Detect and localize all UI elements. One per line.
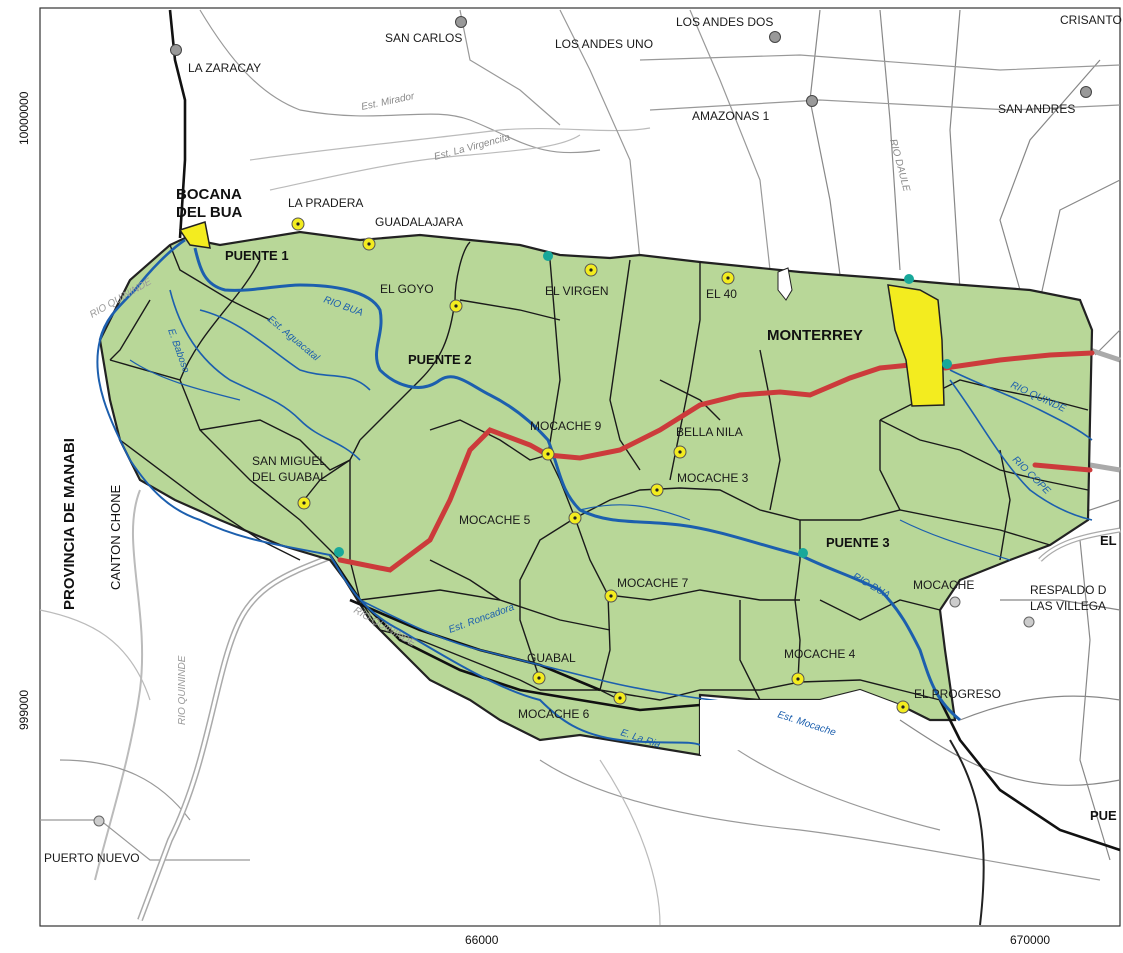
label-el-goyo: EL GOYO bbox=[380, 282, 434, 296]
bridge-icon bbox=[543, 251, 553, 261]
label-mocache-5: MOCACHE 5 bbox=[459, 513, 531, 527]
coord-x-right: 670000 bbox=[1010, 933, 1050, 947]
settlement-icon bbox=[721, 271, 735, 285]
label-los-andes-dos: LOS ANDES DOS bbox=[676, 15, 773, 29]
bridge-icon bbox=[798, 548, 808, 558]
settlement-icon bbox=[896, 700, 910, 714]
label-mocache-4: MOCACHE 4 bbox=[784, 647, 856, 661]
label-bocana: BOCANA bbox=[176, 186, 242, 203]
label-la-pradera: LA PRADERA bbox=[288, 196, 363, 210]
town-icon bbox=[170, 44, 182, 56]
town-icon bbox=[949, 596, 961, 608]
coord-y-bottom: 999000 bbox=[17, 690, 31, 730]
town-icon bbox=[1023, 616, 1035, 628]
town-icon bbox=[1080, 86, 1092, 98]
label-mocache-9: MOCACHE 9 bbox=[530, 419, 602, 433]
settlement-icon bbox=[362, 237, 376, 251]
label-amazonas: AMAZONAS 1 bbox=[692, 109, 770, 123]
label-mocache-3: MOCACHE 3 bbox=[677, 471, 749, 485]
label-del-guabal: DEL GUABAL bbox=[252, 470, 327, 484]
canton-label: CANTON CHONE bbox=[108, 484, 123, 590]
label-monterrey: MONTERREY bbox=[767, 327, 863, 344]
town-icon bbox=[455, 16, 467, 28]
settlement-icon bbox=[449, 299, 463, 313]
label-la-zaracay: LA ZARACAY bbox=[188, 61, 261, 75]
label-san-miguel: SAN MIGUEL bbox=[252, 454, 326, 468]
coord-y-top: 10000000 bbox=[17, 91, 31, 145]
background-network bbox=[39, 9, 1121, 926]
label-puente-3: PUENTE 3 bbox=[826, 535, 890, 550]
local-roads bbox=[109, 241, 1089, 701]
label-san-andres: SAN ANDRES bbox=[998, 102, 1075, 116]
label-puerto-nuevo: PUERTO NUEVO bbox=[44, 851, 140, 865]
settlement-icon bbox=[297, 496, 311, 510]
label-las-villegas: LAS VILLEGA bbox=[1030, 599, 1106, 613]
label-mocache: MOCACHE bbox=[913, 578, 974, 592]
label-el-virgen: EL VIRGEN bbox=[545, 284, 609, 298]
bridge-icon bbox=[942, 359, 952, 369]
label-puente-2: PUENTE 2 bbox=[408, 352, 472, 367]
label-respaldo: RESPALDO D bbox=[1030, 583, 1107, 597]
monterrey-urban-area bbox=[887, 284, 945, 407]
label-puente-1: PUENTE 1 bbox=[225, 248, 289, 263]
parish-polygon bbox=[98, 230, 1094, 757]
main-highway bbox=[337, 350, 1095, 573]
label-el-edge: EL bbox=[1100, 533, 1117, 548]
bridge-icon bbox=[904, 274, 914, 284]
label-los-andes-uno: LOS ANDES UNO bbox=[555, 37, 653, 51]
settlement-icon bbox=[568, 511, 582, 525]
secondary-highways bbox=[137, 347, 1121, 922]
label-mocache-6: MOCACHE 6 bbox=[518, 707, 590, 721]
label-crisanto: CRISANTO bbox=[1060, 13, 1122, 27]
label-del-bua: DEL BUA bbox=[176, 204, 243, 221]
settlement-icon bbox=[673, 445, 687, 459]
settlement-markers bbox=[291, 217, 910, 714]
label-el-progreso: EL PROGRESO bbox=[914, 687, 1001, 701]
province-label: PROVINCIA DE MANABI bbox=[61, 438, 78, 610]
rivers-blue bbox=[96, 238, 1093, 746]
label-guadalajara: GUADALAJARA bbox=[375, 215, 463, 229]
settlement-icon bbox=[604, 589, 618, 603]
settlement-icon bbox=[541, 447, 555, 461]
label-el-40: EL 40 bbox=[706, 287, 737, 301]
label-san-carlos: SAN CARLOS bbox=[385, 31, 462, 45]
label-rio-quininde-w: RIO QUININDE bbox=[177, 655, 188, 725]
bocana-urban-area bbox=[178, 221, 211, 249]
label-bella-nila: BELLA NILA bbox=[676, 425, 743, 439]
coord-x-left: 66000 bbox=[465, 933, 499, 947]
settlement-icon bbox=[613, 691, 627, 705]
settlement-icon bbox=[584, 263, 598, 277]
external-town-markers bbox=[93, 16, 1092, 827]
urban-areas bbox=[178, 221, 945, 407]
settlement-icon bbox=[791, 672, 805, 686]
town-icon bbox=[769, 31, 781, 43]
label-pue-edge: PUE bbox=[1090, 808, 1117, 823]
bridge-icon bbox=[334, 547, 344, 557]
settlement-icon bbox=[650, 483, 664, 497]
bridge-markers bbox=[334, 251, 952, 558]
town-icon bbox=[806, 95, 818, 107]
settlement-icon bbox=[291, 217, 305, 231]
label-guabal: GUABAL bbox=[527, 651, 576, 665]
label-mocache-7: MOCACHE 7 bbox=[617, 576, 689, 590]
settlement-icon bbox=[532, 671, 546, 685]
town-icon bbox=[93, 815, 105, 827]
